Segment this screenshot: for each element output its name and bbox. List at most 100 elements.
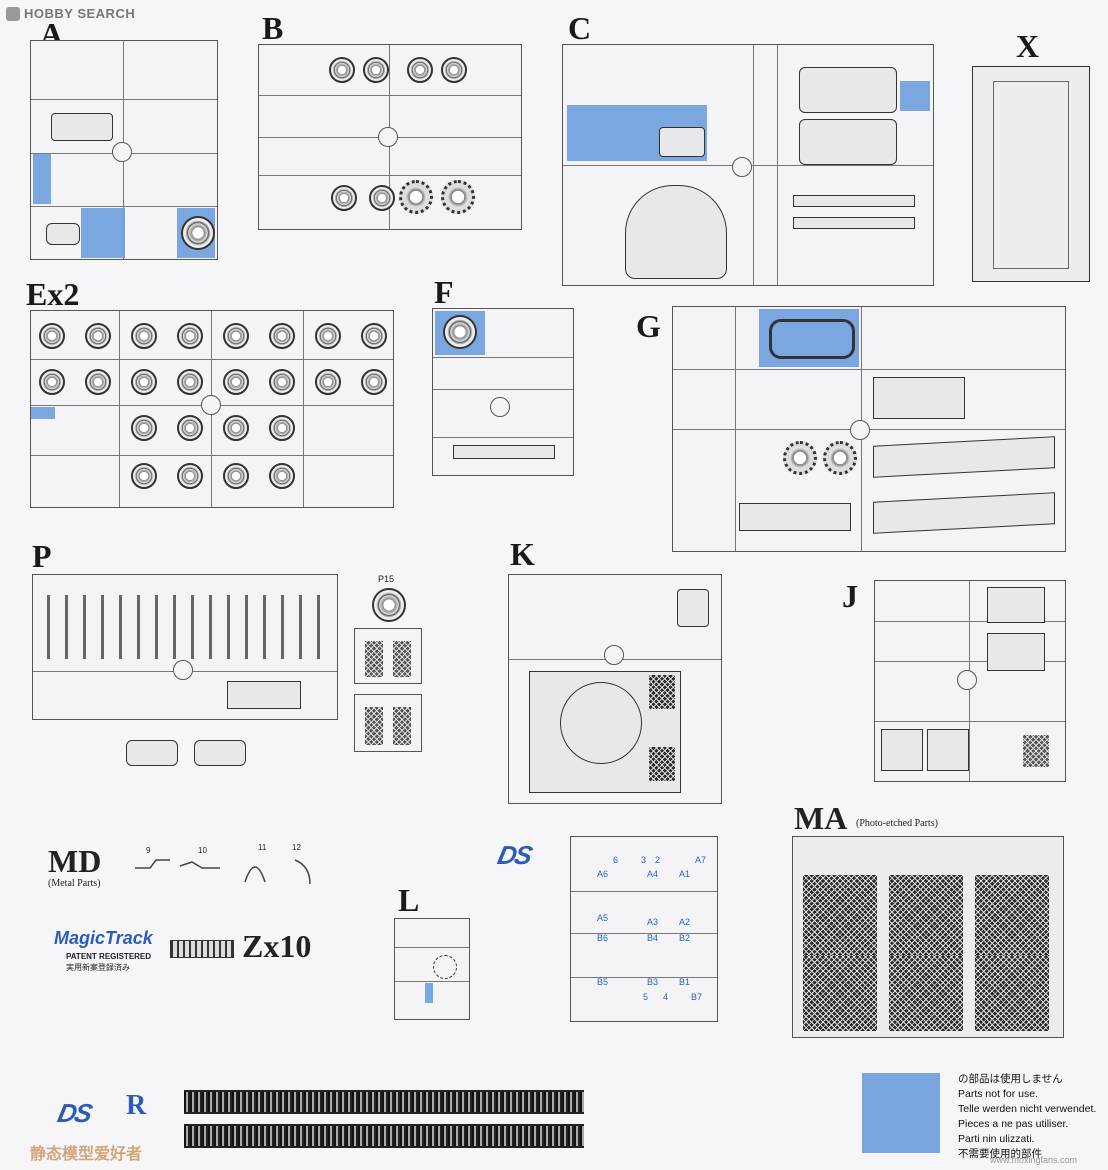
sprue-k-part-10 [677,589,709,627]
sprue-c-unused-33 [900,81,930,111]
sprue-l-unused-4 [425,983,433,1003]
sprue-b-wheel-4 [441,57,467,83]
sprue-g-hub [850,420,870,440]
e-wheel-4d [361,369,387,395]
p-tow-rod [227,595,230,659]
sprue-c-part-14 [659,127,705,157]
ma-mesh-2 [889,875,963,955]
sprue-a-part-7 [51,113,113,141]
ma-sub: (Photo-etched Parts) [856,818,938,829]
ds-part-3: 3 [641,855,647,865]
sprue-k-grille-a [649,675,675,709]
md-part-10: 10 [198,846,207,855]
p-tow-rod [191,595,194,659]
ds-part-4: 4 [663,992,669,1002]
ds-part-a4: A4 [647,869,659,879]
p-tow-rod [47,595,50,659]
ma-mesh-4 [803,955,877,1031]
sprue-g-sprocket-b [823,441,857,475]
p-tow-rod [317,595,320,659]
sprue-b-sprocket-25b [441,180,475,214]
hobby-search-logo: HOBBY SEARCH [6,6,135,21]
sprue-j-hub [957,670,977,690]
r-track-lower [184,1124,584,1148]
legend-line-en: Parts not for use. [958,1088,1038,1100]
ds-part-b3: B3 [647,977,659,987]
sprue-c-part-24 [793,217,915,229]
sprue-b-wheel-3b [407,57,433,83]
hull-tub-x [972,66,1090,282]
p-part-15 [372,588,406,622]
p-tow-rod [137,595,140,659]
e-wheel-6c [131,463,157,489]
p-part-9 [126,740,178,766]
legend-swatch [862,1073,940,1153]
sprue-k-hub [604,645,624,665]
e-wheel-6b [177,415,203,441]
ma-label: MA [794,800,848,836]
z-label: Zx10 [242,928,312,964]
sprue-k-grille-b [649,747,675,781]
sprue-c-part-20-turret [625,185,727,279]
sprue-e-unused-16 [31,407,55,419]
e-wheel-6a [131,415,157,441]
sprue-f-frame [432,308,574,476]
sprue-g-sprocket-a [783,441,817,475]
watermark-cn: 静态模型爱好者 [30,1146,143,1163]
sprue-p-hub [173,660,193,680]
sprue-g-part-19 [739,503,851,531]
md-part-9: 9 [146,846,151,855]
sprue-k-frame [508,574,722,804]
ds-part-6: 6 [613,855,619,865]
magic-word: Magic [54,928,106,948]
legend-text: の部品は使用しません Parts not for use. Telle werd… [958,1072,1096,1162]
ds-part-a6: A6 [597,869,609,879]
sprue-letter-b: B [262,10,284,46]
sprue-j-part-22 [927,729,969,771]
sprue-p-part-8 [227,681,301,709]
ma-mesh-6 [975,955,1049,1031]
ma-mesh-3 [975,875,1049,955]
p11-p12-frame [354,628,422,684]
ds-part-a3: A3 [647,917,659,927]
sprue-f-part-1 [443,315,477,349]
legend-line-fr: Pieces a ne pas utiliser. [958,1118,1069,1130]
p-tow-rod [83,595,86,659]
p-tow-rod [299,595,302,659]
sprue-letter-k: K [510,536,535,572]
e-wheel-1b [85,323,111,349]
ds-part-5: 5 [643,992,649,1002]
e-wheel-2a [131,323,157,349]
e-wheel-1d [85,369,111,395]
ds-part-a2: A2 [679,917,691,927]
e-wheel-4b [361,323,387,349]
sprue-b-wheel-23 [331,185,357,211]
ds-logo-1: DS [494,840,534,870]
sprue-b-wheel-24 [369,185,395,211]
sprue-j-part-12 [987,587,1045,623]
sprue-l-part-ring [433,955,457,979]
sprue-a-unused-left [33,154,51,204]
sprue-c-part-22 [799,119,897,165]
sprue-g-part-32 [769,319,855,359]
p12-mesh [393,641,411,677]
legend-line-jp: の部品は使用しません [958,1073,1063,1085]
p-tow-rod [101,595,104,659]
e-wheel-1a [39,323,65,349]
sprue-e-frame [30,310,394,508]
sprue-letter-c: C [568,10,592,46]
e-wheel-4c [315,369,341,395]
e-wheel-3b [269,323,295,349]
e-wheel-3d [269,369,295,395]
magic-track-logo: MagicTrack [54,928,153,949]
sprue-c-part-23 [793,195,915,207]
sprue-letter-e: Ex2 [26,276,80,312]
p-tow-rod [209,595,212,659]
sprue-b-sprocket-25a [399,180,433,214]
e-wheel-7a [223,415,249,441]
sprue-b-wheel-3 [363,57,389,83]
sprue-f-part-20 [453,445,555,459]
sprue-letter-f: F [434,274,454,310]
p-tow-rod [173,595,176,659]
sprue-c-part-21 [799,67,897,113]
